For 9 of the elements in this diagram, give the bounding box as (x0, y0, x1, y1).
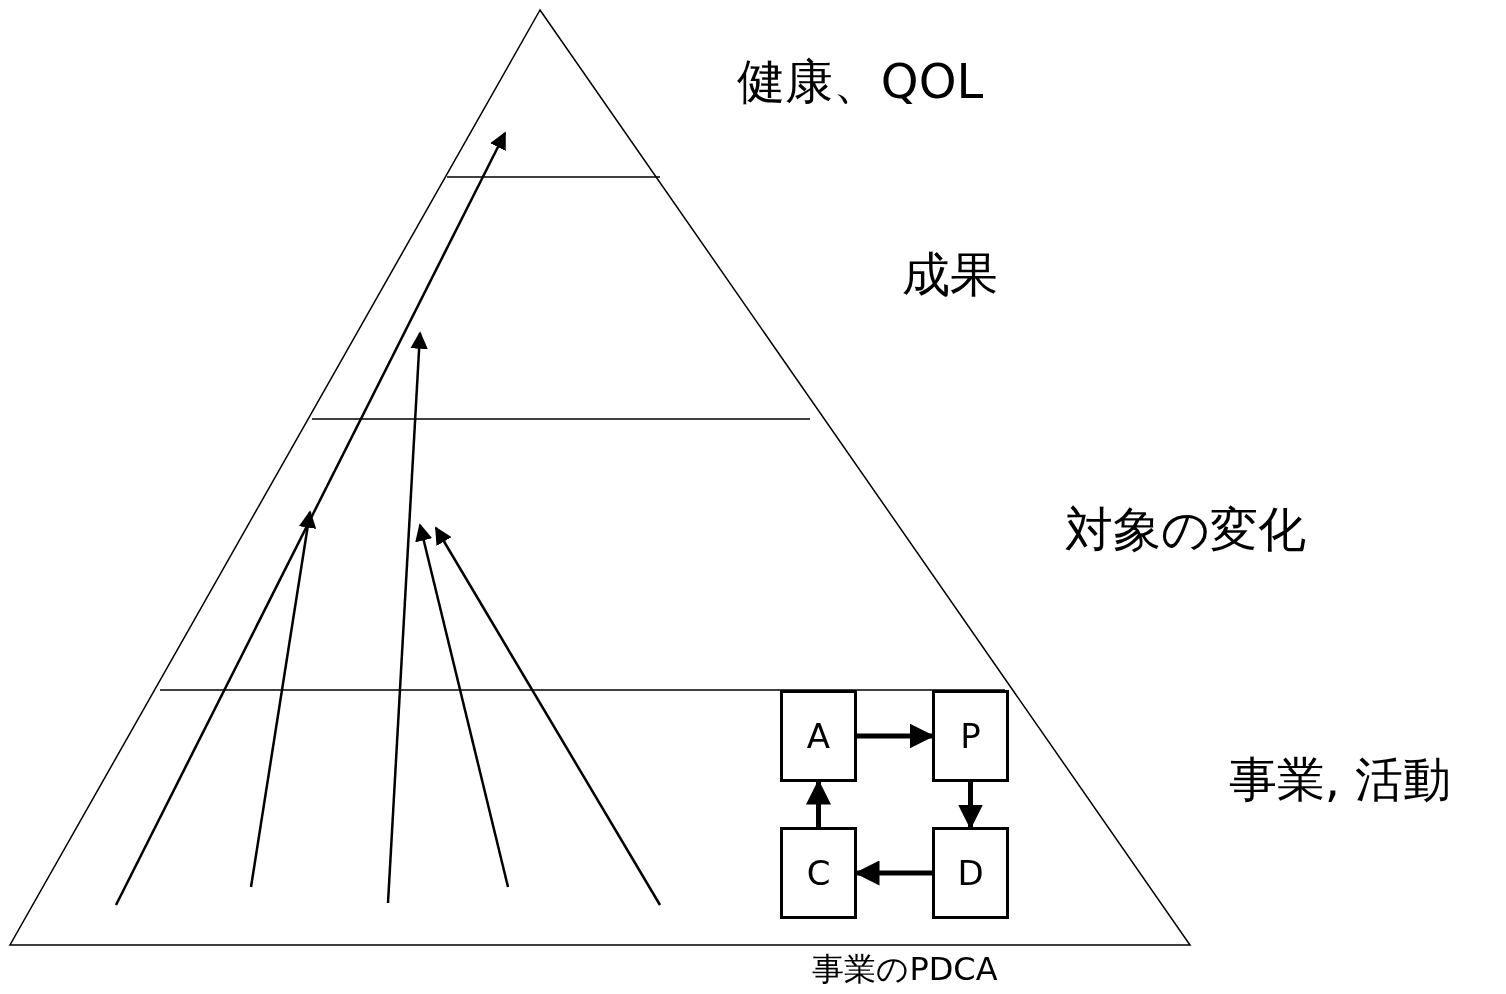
level-label: 事業, 活動 (1228, 750, 1452, 809)
pdca-box: C (780, 827, 857, 919)
level-label: 対象の変化 (1064, 500, 1306, 559)
pdca-box: D (932, 827, 1009, 919)
pdca-box: A (780, 690, 857, 782)
caption-label: 事業のPDCA (812, 949, 998, 990)
level-label: 健康、QOL (736, 52, 984, 111)
pdca-box: P (932, 690, 1009, 782)
level-label: 成果 (902, 245, 998, 304)
